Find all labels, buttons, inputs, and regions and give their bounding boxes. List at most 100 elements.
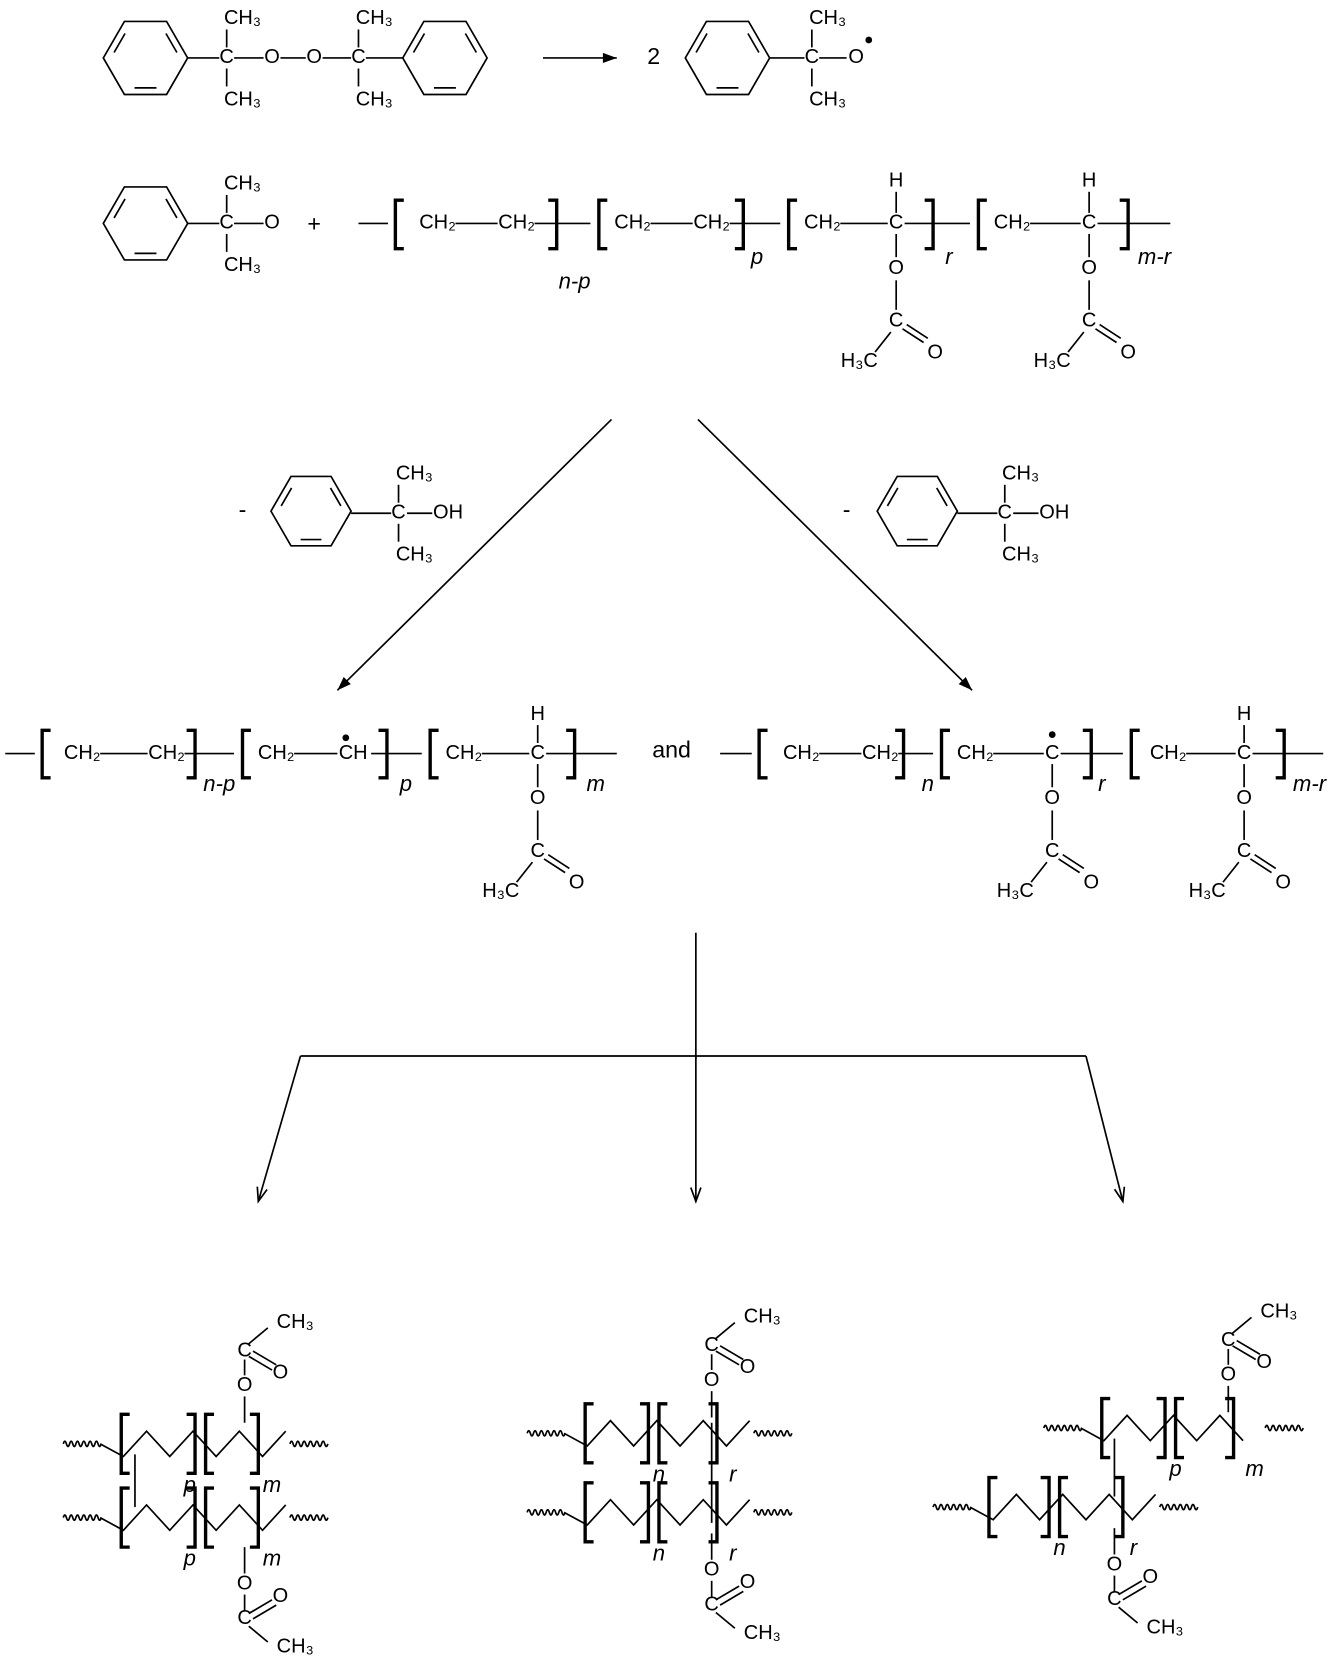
double-bond-line xyxy=(165,33,178,53)
atom-label-r: r xyxy=(729,1540,738,1565)
bond-line xyxy=(1067,331,1085,353)
atom-label-o: O xyxy=(1142,1566,1158,1588)
benzene-ring xyxy=(876,475,959,547)
atom-label-ch3: CH₃ xyxy=(356,88,393,110)
atom-label-p: p xyxy=(750,244,763,269)
chain-continuation-wavy xyxy=(526,1508,566,1516)
close-bracket xyxy=(924,198,935,251)
close-bracket xyxy=(1082,728,1093,780)
close-bracket xyxy=(249,1412,260,1476)
arrowhead-icon xyxy=(690,1187,702,1204)
recombination-arrows xyxy=(256,932,1126,1204)
open-bracket xyxy=(987,1475,998,1539)
atom-label-m: m xyxy=(1245,1456,1263,1481)
atom-label-c: C xyxy=(1082,212,1096,234)
atom-label-c: C xyxy=(805,46,819,68)
arrowhead-icon xyxy=(1113,1186,1126,1204)
close-bracket xyxy=(1119,198,1130,251)
atom-label-ch3: CH₃ xyxy=(277,1636,314,1658)
close-bracket xyxy=(378,728,389,780)
polymer-backbone-zigzag xyxy=(99,1429,287,1458)
close-bracket xyxy=(186,1412,197,1476)
radical-dot-icon xyxy=(1048,731,1056,738)
bond-line xyxy=(1249,858,1272,874)
benzene-ring xyxy=(102,186,189,261)
atom-label-h3c: H₃C xyxy=(482,880,519,902)
bond-line xyxy=(715,1350,740,1366)
bond-line xyxy=(1122,1585,1147,1601)
bond-line xyxy=(1062,854,1085,870)
atom-label-c: C xyxy=(889,212,903,234)
atom-label-o: O xyxy=(273,1362,289,1384)
bond-line xyxy=(1058,858,1081,874)
atom-label-ch3: CH₃ xyxy=(224,88,261,110)
atom-label-c: C xyxy=(889,310,903,332)
atom-label-c: C xyxy=(704,1334,718,1356)
bond-line xyxy=(715,1611,736,1629)
atom-label-h: H xyxy=(530,703,544,725)
atom-label-h3c: H₃C xyxy=(1034,350,1071,372)
open-bracket xyxy=(1057,1475,1069,1539)
arrow-line xyxy=(336,418,613,691)
atom-label-o: O xyxy=(1275,871,1291,893)
bond-line xyxy=(1094,328,1117,344)
atom-label-two: 2 xyxy=(647,43,660,69)
bond-line xyxy=(1222,861,1240,883)
atom-label-p: p xyxy=(183,1546,196,1571)
atom-label-n: n xyxy=(653,1540,665,1565)
atom-label-c: C xyxy=(1237,840,1251,862)
atom-label-ch3: CH₃ xyxy=(1002,463,1039,485)
atom-label-o: O xyxy=(306,46,322,68)
open-bracket xyxy=(119,1412,130,1476)
atom-label-o: O xyxy=(569,871,585,893)
atom-label-c: C xyxy=(1045,742,1059,764)
bond-line xyxy=(902,328,925,344)
atom-label-h: H xyxy=(1237,703,1251,725)
atom-label-c: C xyxy=(1045,840,1059,862)
atom-label-minus: - xyxy=(239,496,247,522)
bond-line xyxy=(1232,1345,1257,1361)
atom-label-o: O xyxy=(704,1559,720,1581)
atom-label-c: C xyxy=(998,502,1012,524)
atom-label-ch2: CH₂ xyxy=(804,212,841,234)
atom-label-c: C xyxy=(530,840,544,862)
chain-continuation-wavy xyxy=(1042,1424,1083,1432)
open-bracket xyxy=(240,728,251,780)
atom-label-o: O xyxy=(848,46,864,68)
open-bracket xyxy=(1173,1396,1185,1460)
atom-label-p: p xyxy=(183,1472,196,1497)
close-bracket xyxy=(895,728,906,780)
atom-label-o: O xyxy=(740,1356,756,1378)
double-bond-line xyxy=(464,33,478,53)
bond-line xyxy=(248,1327,269,1345)
atom-label-o: O xyxy=(740,1571,756,1593)
close-bracket xyxy=(186,728,197,780)
atom-label-ch3: CH₃ xyxy=(224,254,261,276)
bond-line xyxy=(252,1350,277,1366)
double-bond-line xyxy=(935,487,948,507)
atom-label-o: O xyxy=(1081,257,1097,279)
arrow-line xyxy=(1085,1055,1124,1202)
chain-continuation-wavy xyxy=(62,1440,103,1448)
close-bracket xyxy=(566,728,577,780)
atom-label-ch2: CH₂ xyxy=(994,212,1031,234)
atom-label-c: C xyxy=(1082,310,1096,332)
atom-label-ch3: CH₃ xyxy=(1002,544,1039,566)
polymer-backbone-zigzag xyxy=(969,1493,1157,1521)
atom-label-m: m xyxy=(263,1472,281,1497)
atom-label-o: O xyxy=(264,212,280,234)
atom-label-n_minus_p: n-p xyxy=(203,771,235,796)
double-bond-line xyxy=(886,487,899,507)
atom-label-c: C xyxy=(1107,1588,1121,1610)
atom-label-plus: + xyxy=(307,211,321,237)
atom-label-c: C xyxy=(391,502,405,524)
close-bracket xyxy=(639,1481,651,1544)
atom-label-ch2: CH₂ xyxy=(498,212,535,234)
open-bracket xyxy=(428,728,439,780)
